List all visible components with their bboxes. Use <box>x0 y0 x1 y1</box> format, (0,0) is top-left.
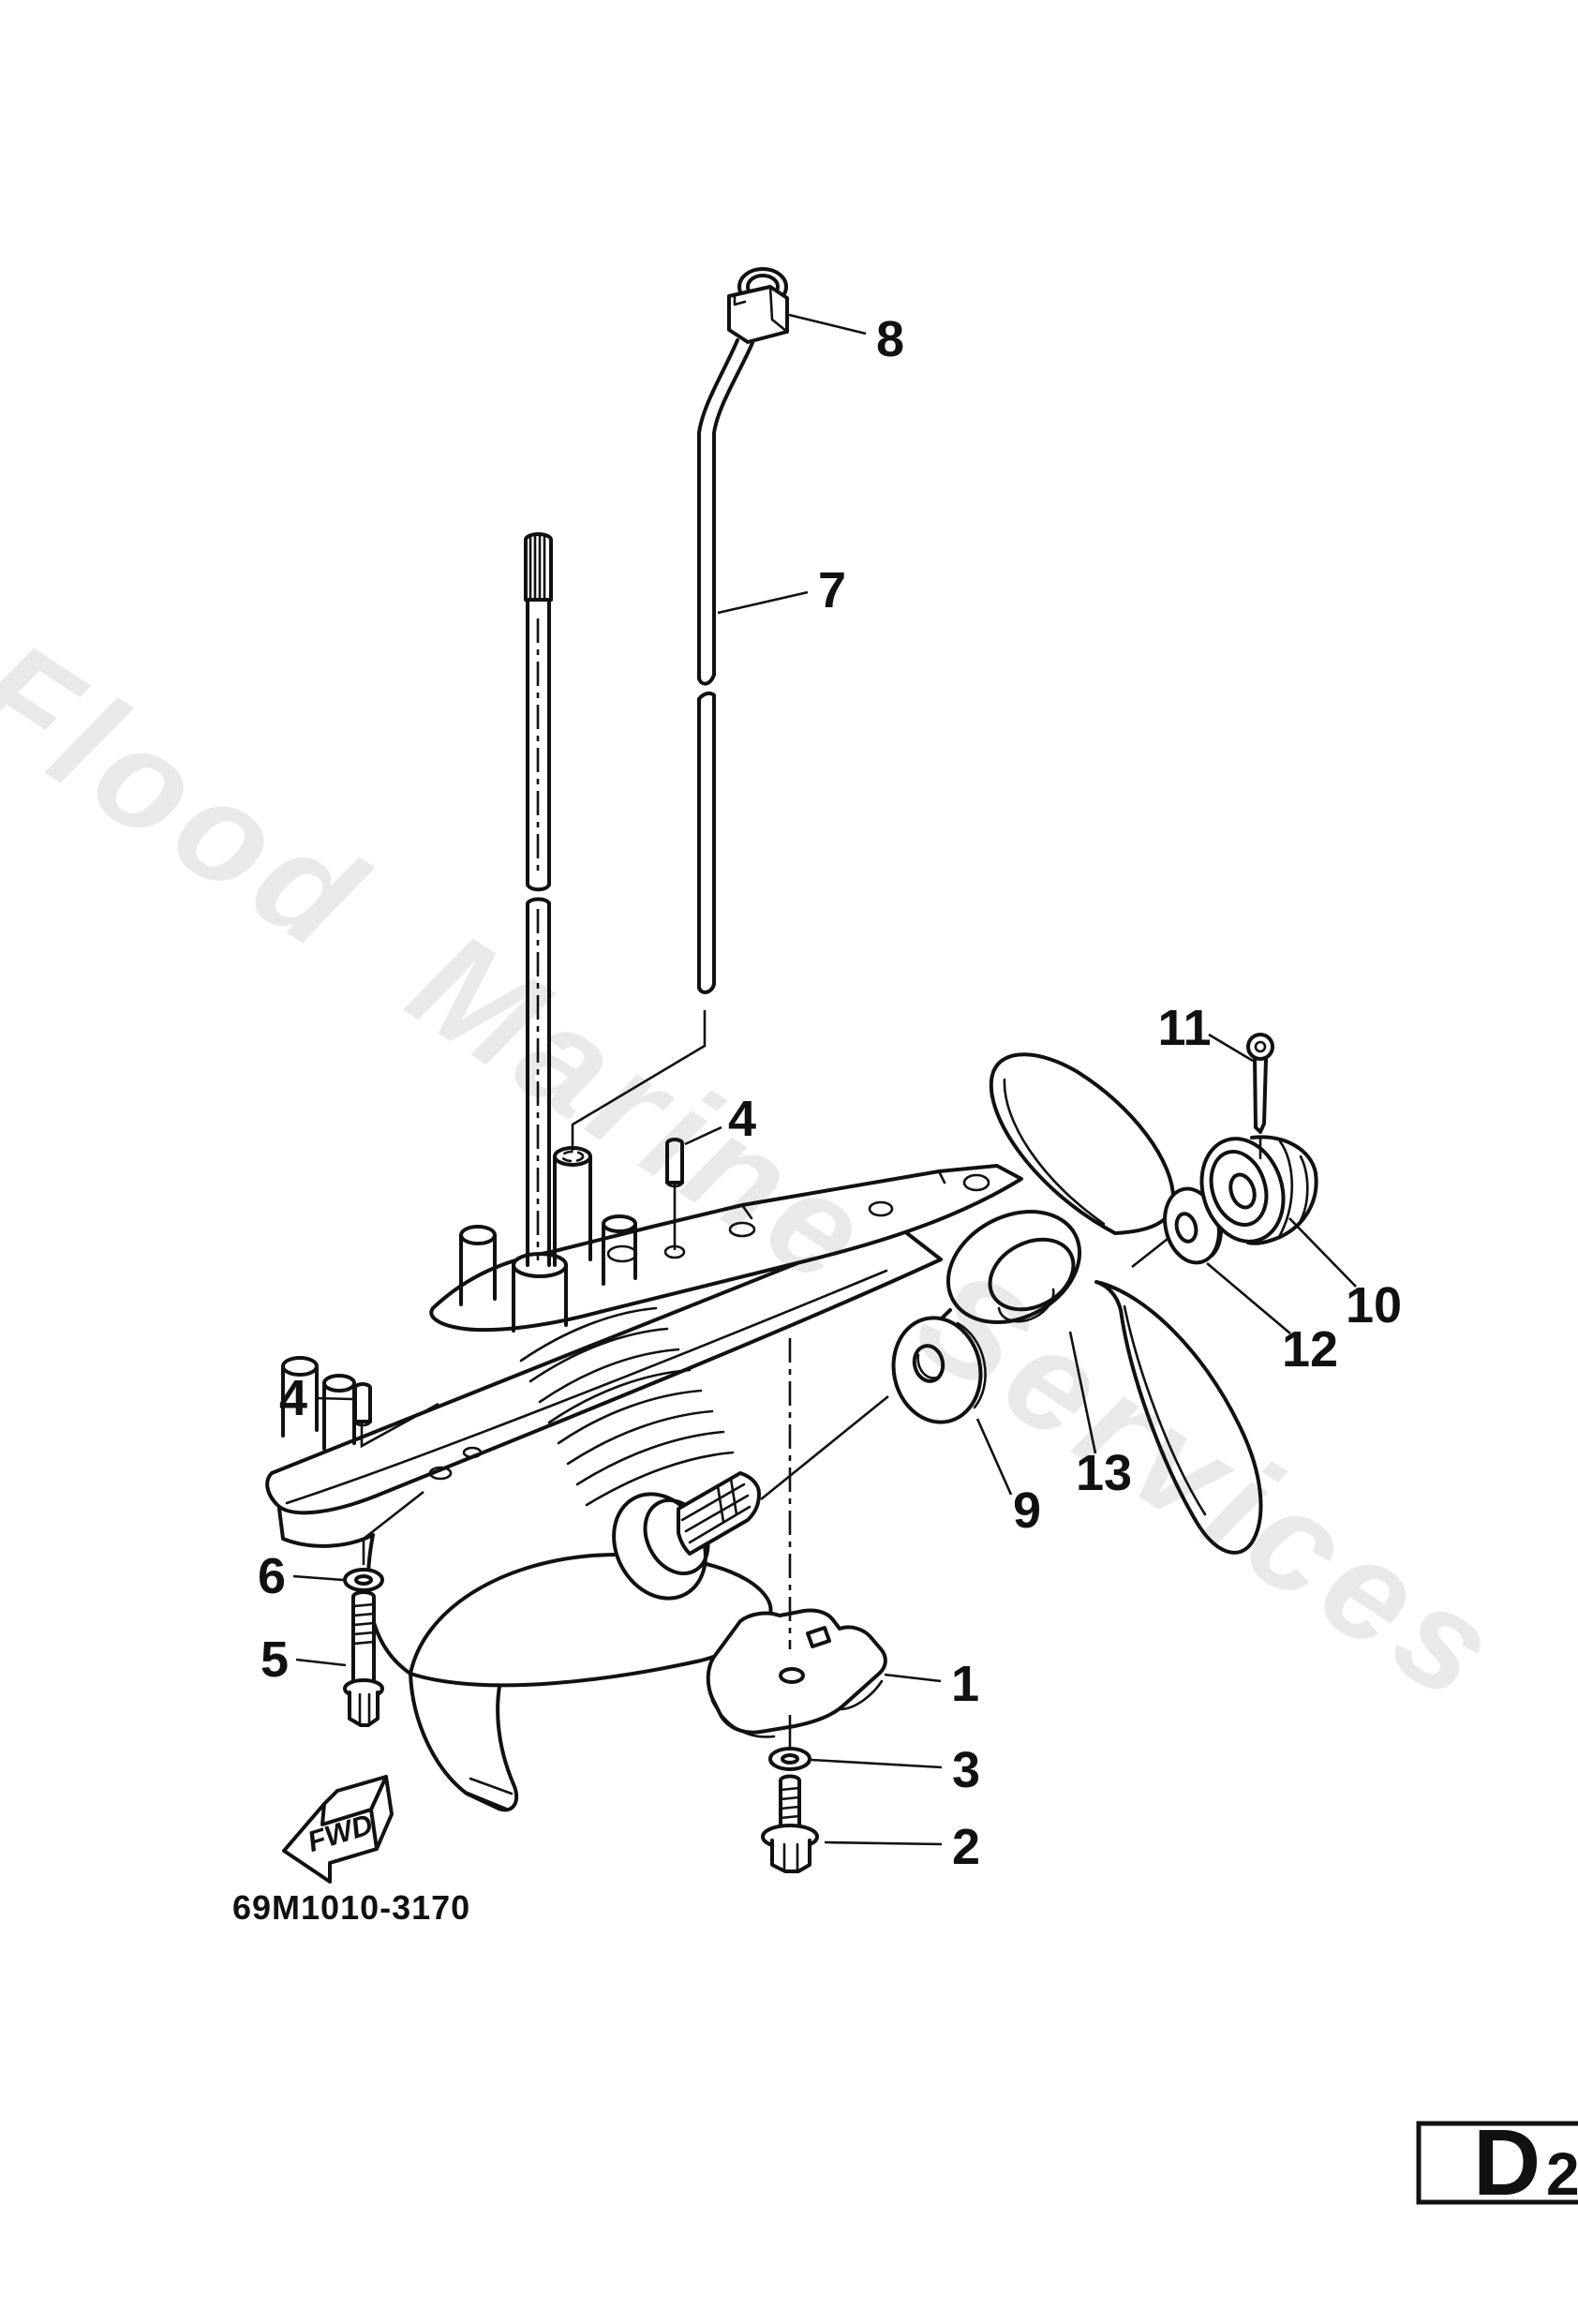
callout-number: 13 <box>1076 1445 1132 1501</box>
leader-line <box>1208 1033 1254 1063</box>
callout-9: 9 <box>975 1418 1041 1539</box>
leader-line <box>811 1758 943 1769</box>
callout-number: 4 <box>279 1370 307 1426</box>
callout-10: 10 <box>1288 1217 1402 1333</box>
leader-line <box>788 313 867 335</box>
callout-number: 4 <box>728 1091 756 1147</box>
driveshaft-break-upper <box>526 883 551 892</box>
callout-number: 5 <box>261 1631 289 1688</box>
prop-nut <box>1199 1135 1318 1245</box>
connector-block <box>727 285 789 344</box>
propeller-blade-lower <box>1094 1280 1263 1555</box>
skeg <box>409 1664 519 1812</box>
shift-rod-break-lower <box>697 691 716 990</box>
leader-line <box>975 1418 1013 1496</box>
leader-line <box>295 1658 347 1667</box>
driveshaft-break-lower <box>526 897 551 1267</box>
anode-notch <box>806 1626 831 1648</box>
callout-number: 12 <box>1282 1321 1338 1378</box>
callout-number: 3 <box>952 1742 980 1798</box>
leader-line <box>315 1396 353 1401</box>
shift-rod-break-upper <box>697 673 716 686</box>
callout-13: 13 <box>1068 1331 1132 1501</box>
callout-number: 10 <box>1346 1277 1402 1333</box>
leader-line <box>1206 1262 1291 1334</box>
page-tag-sub: 2 <box>1546 2140 1578 2208</box>
flange-edge-line <box>285 1269 888 1505</box>
leader-line <box>884 1673 942 1683</box>
dowel-pin-right <box>665 1138 684 1188</box>
shift-rod-tip <box>697 982 716 994</box>
callout-8: 8 <box>788 311 904 367</box>
washer-9 <box>891 1316 987 1424</box>
prop-shaft-splines <box>680 1477 752 1544</box>
anode-hole <box>779 1667 805 1684</box>
propeller <box>908 1052 1263 1555</box>
callout-number: 6 <box>258 1548 286 1604</box>
washer-3 <box>768 1747 811 1771</box>
callout-1: 1 <box>884 1656 979 1712</box>
gear-housing <box>265 1164 1023 1812</box>
water-intake-grille <box>519 1306 735 1507</box>
cotter-pin <box>1246 1033 1274 1134</box>
leader-line <box>684 1125 722 1146</box>
callout-7: 7 <box>717 562 846 618</box>
callout-3: 3 <box>811 1742 980 1798</box>
callout-number: 9 <box>1013 1482 1041 1539</box>
page-tag-main: D <box>1473 2110 1541 2215</box>
part-number: 69M1010-3170 <box>232 1888 470 1927</box>
callout-number: 1 <box>951 1656 979 1712</box>
callout-4: 4 <box>279 1370 353 1426</box>
assembly-lines <box>360 1010 1262 1749</box>
callout-5: 5 <box>261 1631 347 1688</box>
callout-number: 11 <box>1157 1000 1211 1056</box>
callout-12: 12 <box>1206 1262 1338 1378</box>
washer-6 <box>343 1568 384 1592</box>
driveshaft <box>524 532 553 1267</box>
leader-line <box>824 1840 943 1846</box>
driveshaft-spline-lines <box>528 534 546 602</box>
leader-line <box>1068 1331 1097 1454</box>
leader-line <box>1288 1217 1357 1288</box>
shift-rod-connector <box>727 267 789 344</box>
anode-plate <box>706 1608 887 1738</box>
page-tag: D 2 <box>1416 2110 1578 2215</box>
callout-6: 6 <box>258 1548 344 1604</box>
callout-number: 7 <box>818 562 846 618</box>
callout-number: 8 <box>876 311 904 367</box>
callout-number: 2 <box>952 1819 980 1875</box>
flange-front-lip <box>277 1507 375 1548</box>
callout-4: 4 <box>684 1091 756 1147</box>
bolt-2 <box>761 1774 819 1873</box>
callout-11: 11 <box>1157 1000 1254 1063</box>
bolt-5 <box>343 1590 384 1727</box>
skeg-cap-lines <box>463 1777 514 1810</box>
shift-rod <box>553 338 754 1267</box>
leader-line <box>717 590 809 615</box>
fwd-arrow: FWD <box>282 1775 394 1884</box>
leader-line <box>292 1574 344 1582</box>
callout-2: 2 <box>824 1819 980 1875</box>
dowel-pin-left <box>353 1382 372 1427</box>
